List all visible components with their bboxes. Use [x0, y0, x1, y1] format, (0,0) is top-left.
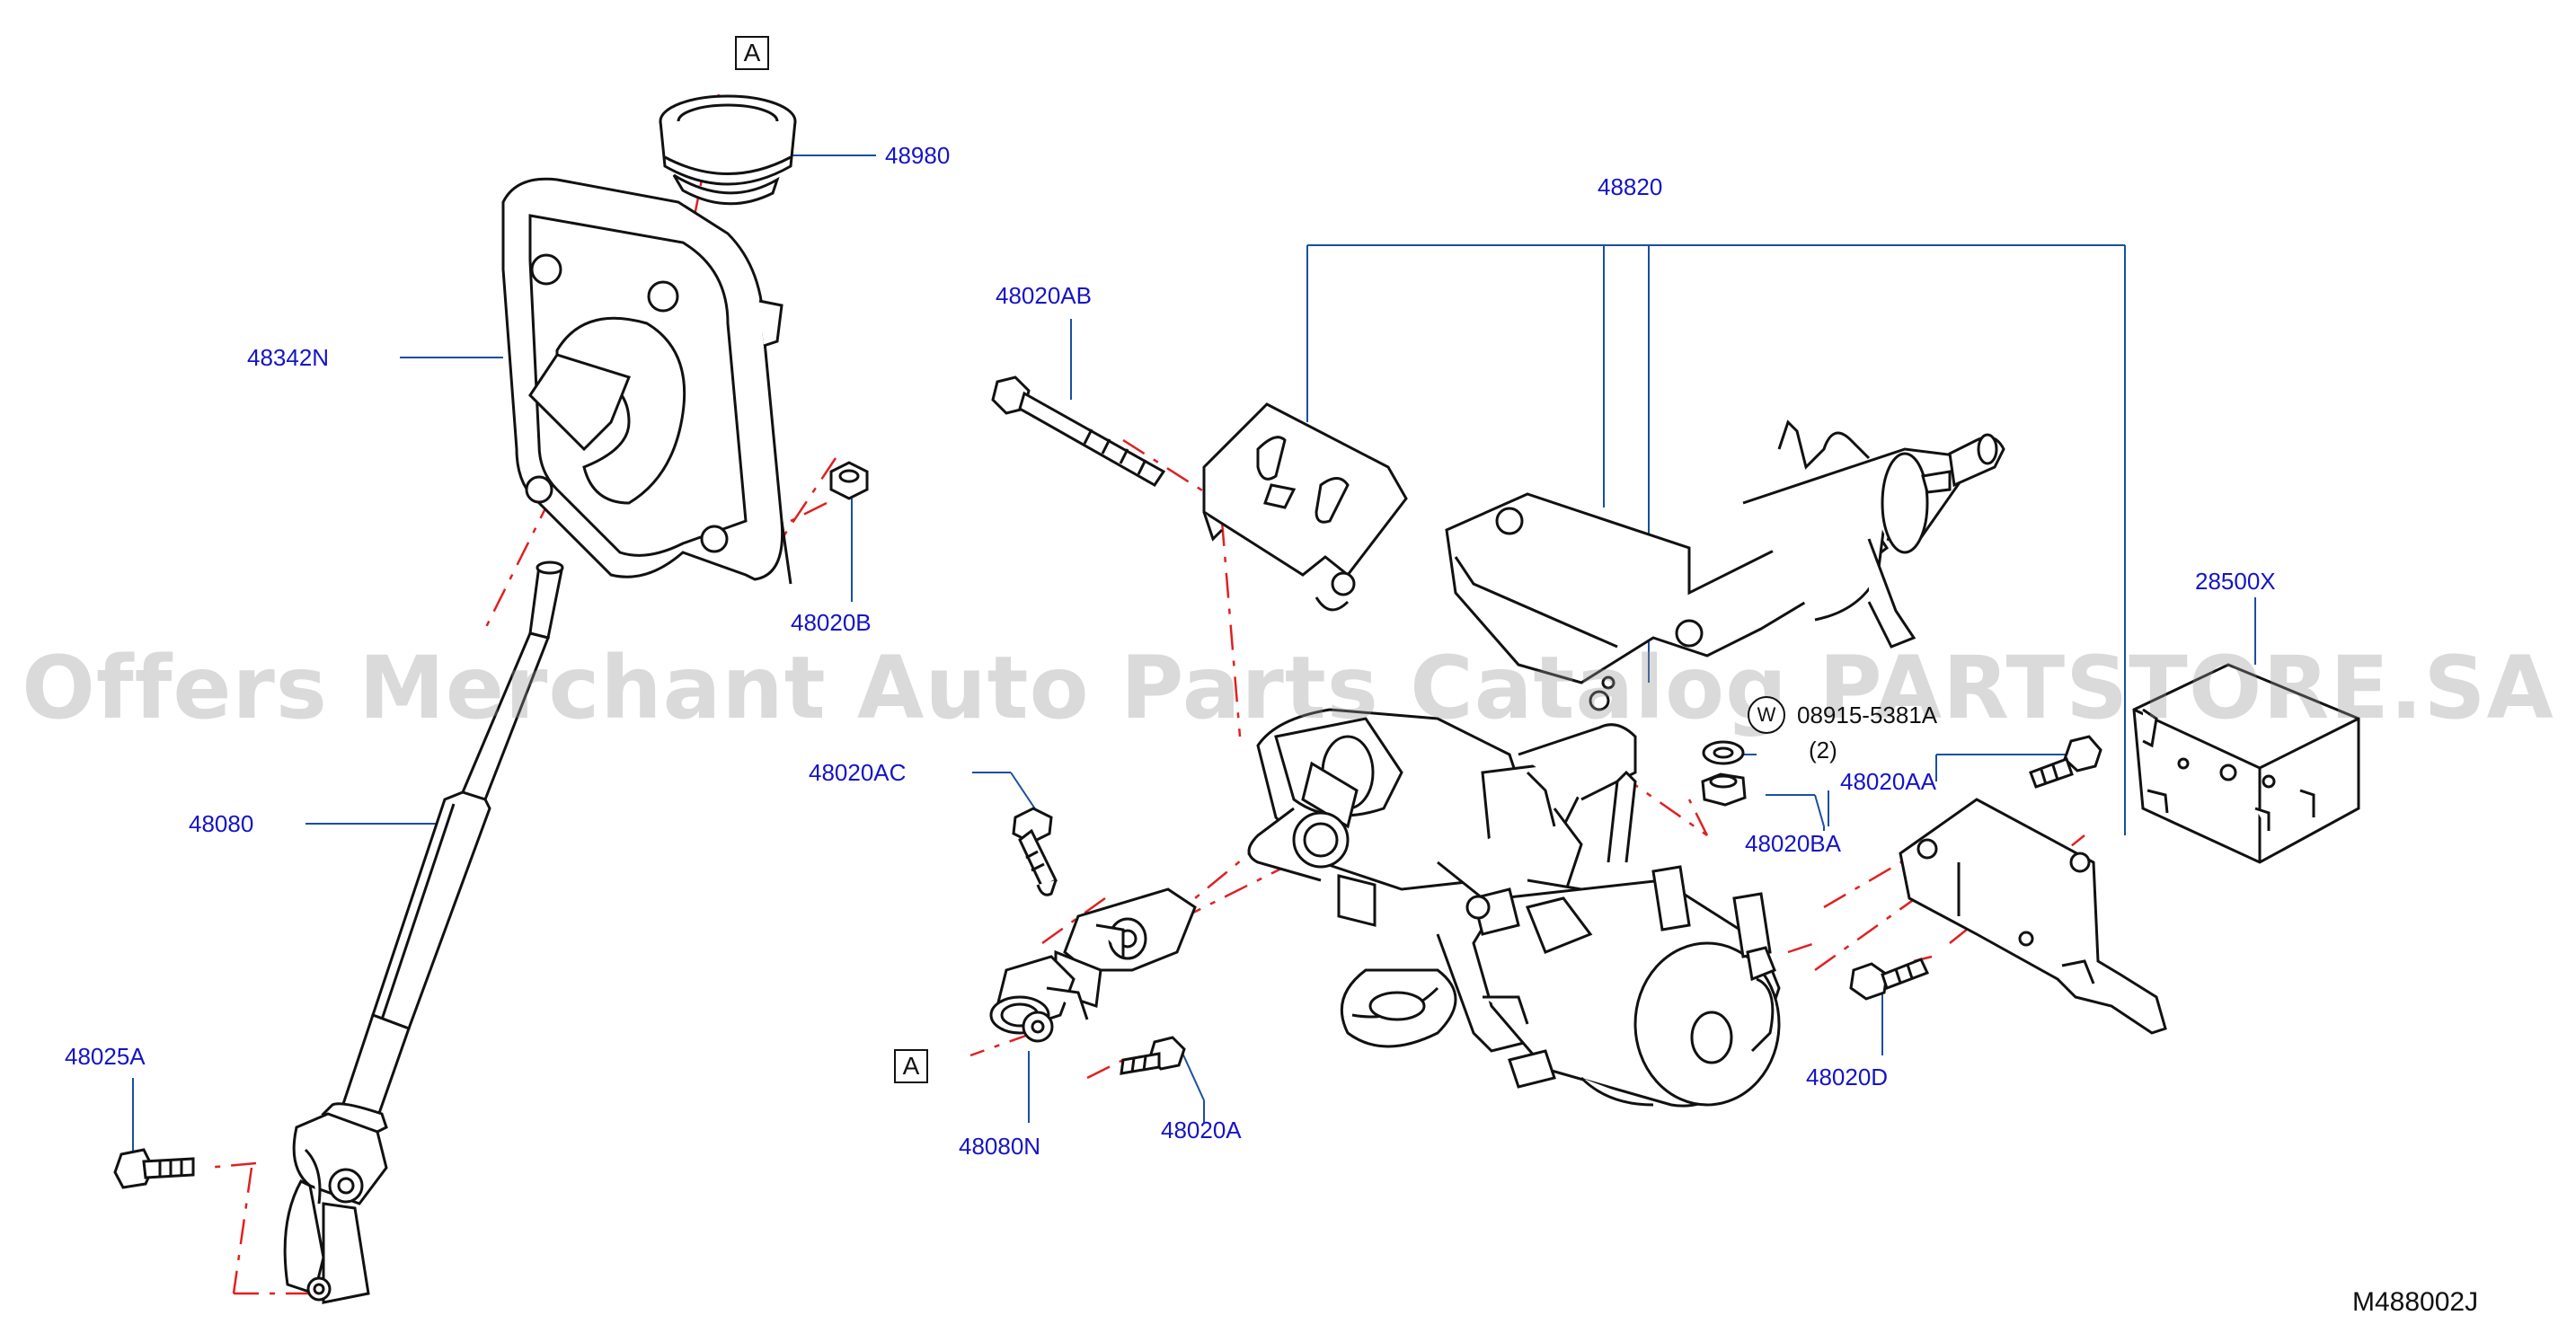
label-48020AB[interactable]: 48020AB: [996, 282, 1092, 309]
label-48020AC[interactable]: 48020AC: [809, 759, 907, 786]
watermark-text: Offers Merchant Auto Parts Catalog PARTS…: [22, 638, 2554, 738]
part-ecu-28500X: [2132, 663, 2360, 864]
part-column-cover-48342N: [501, 177, 792, 585]
reference-a-top: A: [735, 36, 769, 70]
part-upper-bracket: [1202, 402, 1408, 612]
part-intermediate-joint-48080N: [989, 887, 1197, 1043]
label-qty-2: (2): [1809, 737, 1837, 764]
label-48820[interactable]: 48820: [1598, 173, 1663, 200]
label-48020A[interactable]: 48020A: [1161, 1117, 1242, 1143]
part-bolt-48025A: [113, 1148, 195, 1189]
part-grommet-48980: [659, 94, 797, 206]
label-48080[interactable]: 48080: [189, 810, 254, 837]
label-08915-5381A[interactable]: 08915-5381A: [1797, 702, 1938, 728]
label-28500X[interactable]: 28500X: [2195, 568, 2276, 595]
part-column-assembly-48820: [1247, 419, 2005, 1108]
label-48020D[interactable]: 48020D: [1806, 1064, 1889, 1090]
label-48025A[interactable]: 48025A: [65, 1043, 146, 1070]
label-48080N[interactable]: 48080N: [959, 1133, 1041, 1160]
part-lower-shaft-48080: [283, 561, 564, 1304]
label-48020AA[interactable]: 48020AA: [1840, 768, 1936, 795]
part-nut-48020B: [829, 461, 869, 500]
label-48020BA[interactable]: 48020BA: [1745, 830, 1841, 857]
part-bolt-48020AC: [1012, 807, 1058, 896]
part-bolt-48020AA: [2029, 735, 2102, 789]
part-bolt-48020A: [1120, 1036, 1186, 1075]
part-washer-nut-48020BA: [1701, 740, 1747, 807]
w-symbol-icon: W: [1748, 696, 1785, 734]
part-bolt-48020AB: [991, 375, 1166, 487]
part-ecu-bracket: [1899, 798, 2167, 1035]
label-48342N[interactable]: 48342N: [247, 344, 330, 371]
label-48980[interactable]: 48980: [885, 142, 951, 169]
figure-code: M488002J: [2352, 1287, 2479, 1317]
reference-a-bottom: A: [894, 1049, 928, 1083]
label-48020B[interactable]: 48020B: [791, 609, 872, 636]
part-bolt-48020D: [1849, 958, 1930, 1001]
